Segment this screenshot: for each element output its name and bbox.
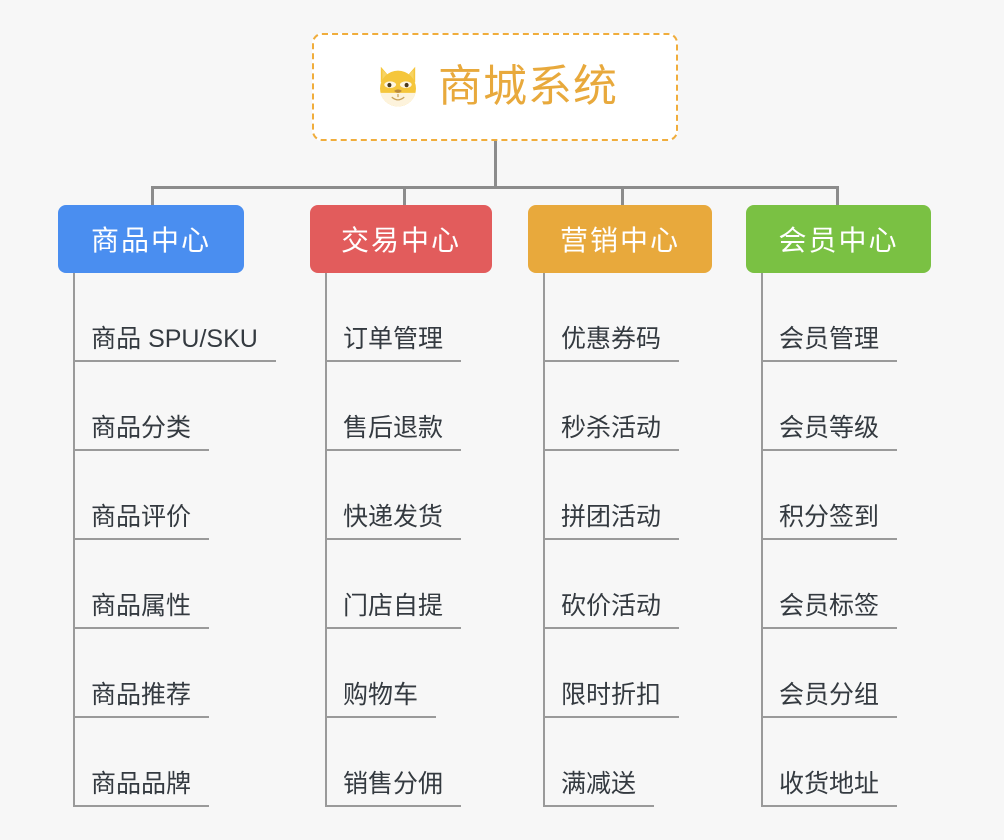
leaf-item-label: 快递发货 [342, 503, 443, 532]
leaf-item-label: 会员等级 [778, 414, 879, 443]
leaf-item[interactable]: 收货地址 [761, 718, 897, 807]
root-title: 商城系统 [438, 62, 618, 111]
branch-trunk-line [73, 273, 75, 807]
leaf-item[interactable]: 会员分组 [761, 629, 897, 718]
branch-column-2: 订单管理售后退款快递发货门店自提购物车销售分佣 [325, 273, 565, 807]
leaf-item[interactable]: 商品分类 [73, 362, 209, 451]
leaf-item-label: 会员标签 [778, 592, 879, 621]
leaf-item-label: 会员管理 [778, 325, 879, 354]
leaf-item[interactable]: 秒杀活动 [543, 362, 679, 451]
connector-drop-2 [403, 186, 406, 210]
leaf-item[interactable]: 商品推荐 [73, 629, 209, 718]
leaf-item-label: 收货地址 [778, 770, 879, 799]
leaf-item-label: 商品属性 [90, 592, 191, 621]
leaf-item[interactable]: 售后退款 [325, 362, 461, 451]
leaf-item-label: 满减送 [560, 770, 636, 799]
leaf-item-label: 商品 SPU/SKU [91, 325, 258, 354]
category-label: 会员中心 [778, 225, 899, 256]
shiba-dog-face-icon [372, 62, 424, 112]
leaf-item-label: 商品分类 [90, 414, 191, 443]
category-box-2[interactable]: 交易中心 [310, 205, 492, 273]
leaf-item[interactable]: 会员等级 [761, 362, 897, 451]
leaf-item-label: 砍价活动 [560, 592, 661, 621]
leaf-item-label: 秒杀活动 [560, 414, 661, 443]
leaf-item[interactable]: 订单管理 [325, 273, 461, 362]
leaf-item[interactable]: 限时折扣 [543, 629, 679, 718]
category-box-4[interactable]: 会员中心 [746, 205, 931, 273]
connector-root-stem [494, 141, 497, 189]
connector-drop-1 [151, 186, 154, 210]
leaf-item[interactable]: 商品 SPU/SKU [73, 273, 276, 362]
leaf-item-label: 商品推荐 [90, 681, 191, 710]
connector-horizontal-bus [151, 186, 839, 189]
leaf-item[interactable]: 积分签到 [761, 451, 897, 540]
branch-trunk-line [325, 273, 327, 807]
leaf-item-label: 商品品牌 [90, 770, 191, 799]
leaf-item[interactable]: 满减送 [543, 718, 654, 807]
connector-drop-3 [621, 186, 624, 210]
leaf-item-label: 积分签到 [778, 503, 879, 532]
leaf-item[interactable]: 拼团活动 [543, 451, 679, 540]
leaf-item[interactable]: 商品评价 [73, 451, 209, 540]
leaf-item[interactable]: 会员标签 [761, 540, 897, 629]
leaf-item-label: 订单管理 [342, 325, 443, 354]
leaf-item-label: 优惠券码 [560, 325, 661, 354]
category-box-1[interactable]: 商品中心 [58, 205, 244, 273]
leaf-item[interactable]: 砍价活动 [543, 540, 679, 629]
branch-trunk-line [761, 273, 763, 807]
category-label: 营销中心 [559, 225, 680, 256]
branch-column-4: 会员管理会员等级积分签到会员标签会员分组收货地址 [761, 273, 1001, 807]
branch-trunk-line [543, 273, 545, 807]
leaf-item[interactable]: 购物车 [325, 629, 436, 718]
leaf-item-label: 限时折扣 [560, 681, 661, 710]
leaf-item[interactable]: 商品品牌 [73, 718, 209, 807]
leaf-item[interactable]: 销售分佣 [325, 718, 461, 807]
leaf-item-label: 拼团活动 [560, 503, 661, 532]
category-box-3[interactable]: 营销中心 [528, 205, 712, 273]
leaf-item-label: 商品评价 [90, 503, 191, 532]
leaf-item-label: 购物车 [342, 681, 418, 710]
leaf-item-label: 会员分组 [778, 681, 879, 710]
leaf-item[interactable]: 快递发货 [325, 451, 461, 540]
leaf-item-label: 销售分佣 [342, 770, 443, 799]
branch-column-1: 商品 SPU/SKU 商品分类商品评价商品属性商品推荐商品品牌 [73, 273, 313, 807]
leaf-item[interactable]: 门店自提 [325, 540, 461, 629]
leaf-item[interactable]: 商品属性 [73, 540, 209, 629]
leaf-item[interactable]: 会员管理 [761, 273, 897, 362]
connector-drop-4 [836, 186, 839, 210]
category-label: 交易中心 [340, 225, 461, 256]
leaf-item[interactable]: 优惠券码 [543, 273, 679, 362]
branch-column-3: 优惠券码秒杀活动拼团活动砍价活动限时折扣满减送 [543, 273, 783, 807]
category-label: 商品中心 [90, 225, 211, 256]
leaf-item-label: 售后退款 [342, 414, 443, 443]
leaf-item-label: 门店自提 [342, 592, 443, 621]
root-node[interactable]: 商城系统 [312, 33, 678, 141]
